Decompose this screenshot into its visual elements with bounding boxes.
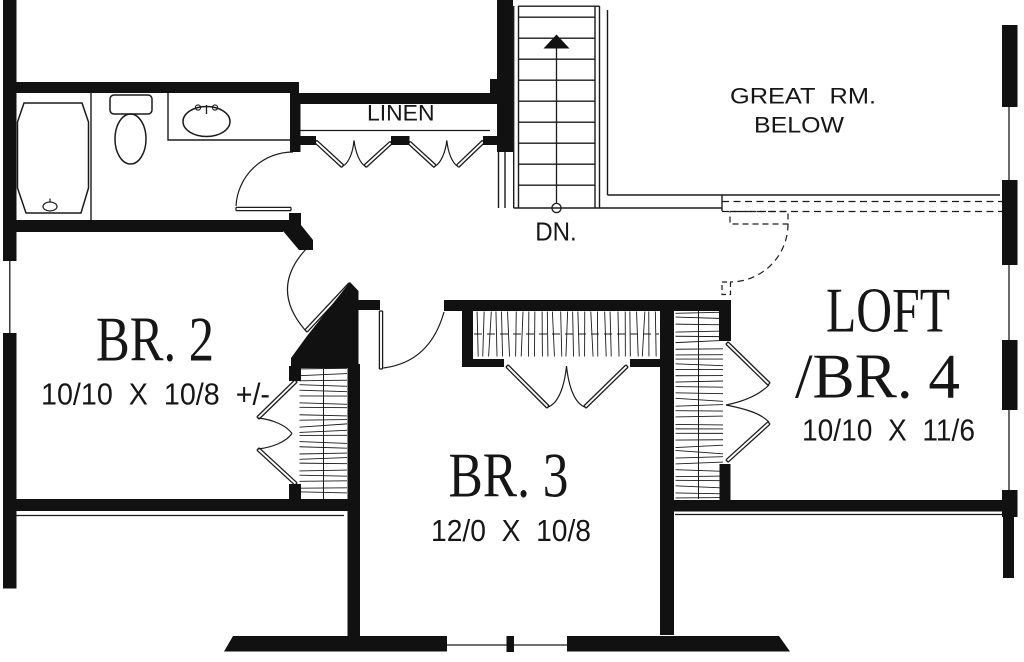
svg-text:BR. 2: BR. 2 xyxy=(96,304,214,375)
svg-text:12/0 X 10/8: 12/0 X 10/8 xyxy=(431,513,591,548)
svg-text:LINEN: LINEN xyxy=(367,101,435,126)
svg-text:/BR. 4: /BR. 4 xyxy=(795,341,960,412)
svg-text:DN.: DN. xyxy=(535,217,577,247)
svg-text:BR. 3: BR. 3 xyxy=(449,440,569,511)
svg-text:GREAT RM.: GREAT RM. xyxy=(730,84,876,109)
svg-text:10/10 X 11/6: 10/10 X 11/6 xyxy=(802,413,975,448)
svg-text:LOFT: LOFT xyxy=(826,275,950,346)
svg-text:BELOW: BELOW xyxy=(754,113,844,138)
svg-text:10/10 X 10/8 +/-: 10/10 X 10/8 +/- xyxy=(41,377,270,412)
